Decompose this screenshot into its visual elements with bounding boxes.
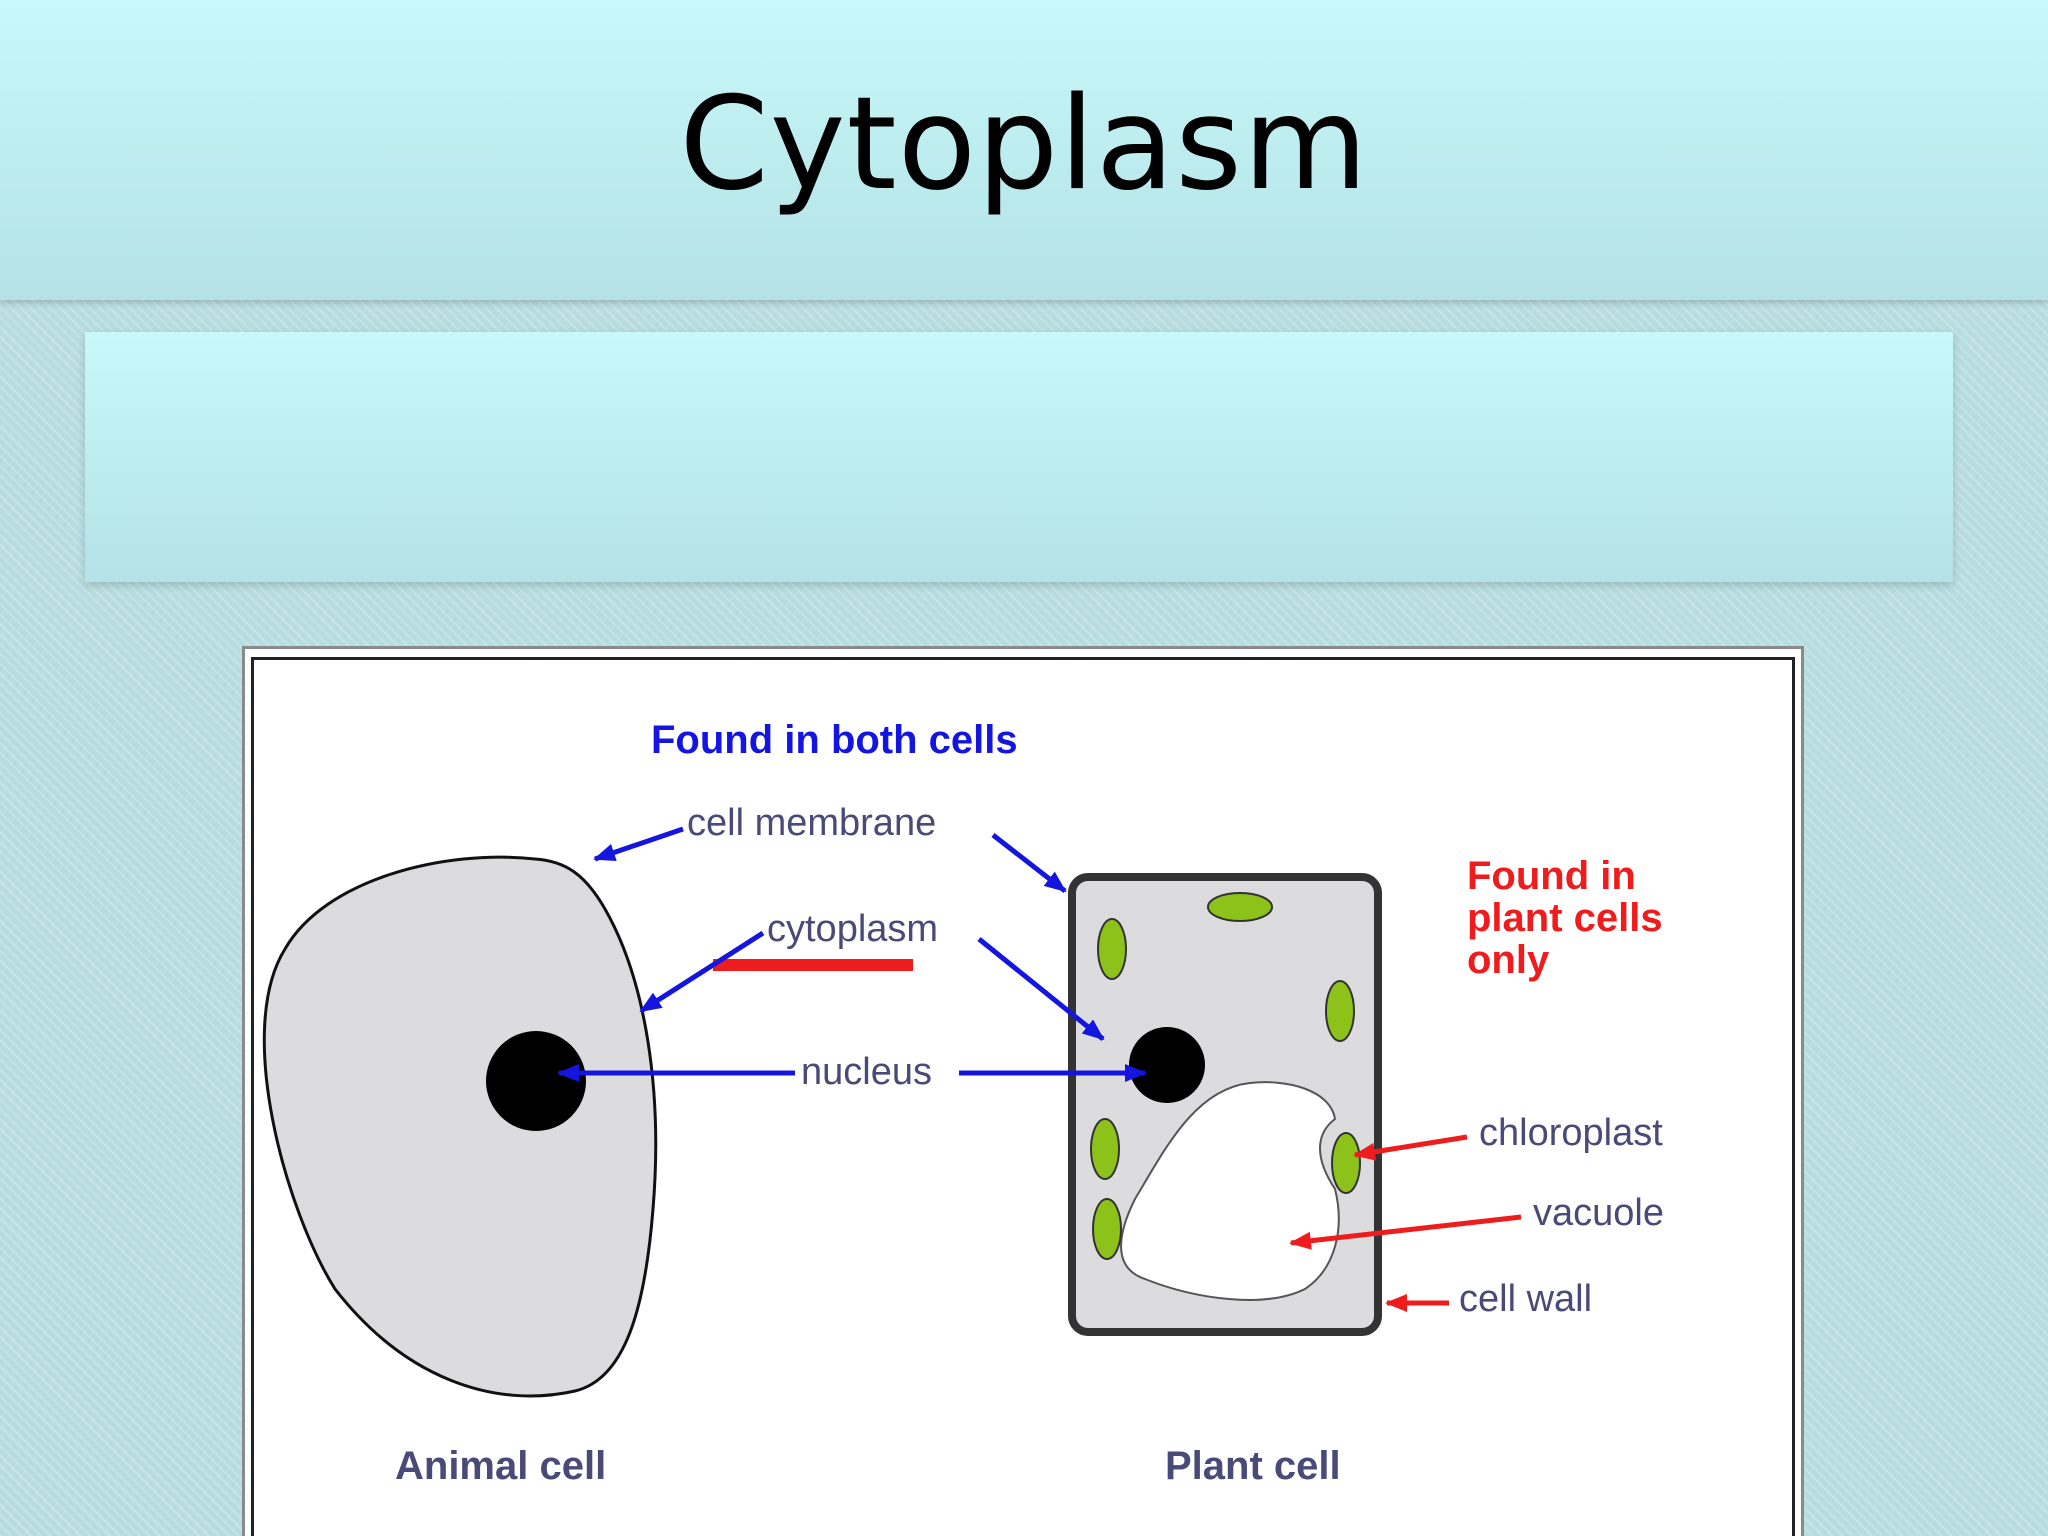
cell-diagram: Found in both cells Found in plant cells… — [262, 718, 1674, 1488]
arrow-cytoplasm-animal — [639, 930, 765, 1014]
label-cell-membrane: cell membrane — [687, 802, 936, 844]
diagram-frame: Found in both cells Found in plant cells… — [242, 646, 1804, 1536]
label-chloroplast: chloroplast — [1479, 1112, 1663, 1154]
arrow-cytoplasm-plant — [977, 937, 1105, 1041]
header-plant-only: Found in plant cells only — [1467, 854, 1674, 982]
slide-title: Cytoplasm — [679, 70, 1369, 219]
cytoplasm-highlight-underline — [713, 959, 913, 971]
label-nucleus: nucleus — [801, 1051, 932, 1093]
header-found-in-both: Found in both cells — [651, 718, 1018, 762]
label-cytoplasm: cytoplasm — [767, 908, 938, 950]
header-plant-only-line-1: Found in — [1467, 854, 1636, 898]
arrow-membrane-animal — [593, 826, 684, 862]
chloroplast-5 — [1331, 1132, 1361, 1194]
plant-vacuole — [1120, 1081, 1340, 1301]
header-plant-only-line-2: plant cells — [1467, 896, 1663, 940]
arrow-vacuole — [1289, 1214, 1522, 1250]
header-plant-only-line-3: only — [1467, 938, 1550, 982]
label-vacuole: vacuole — [1533, 1192, 1664, 1234]
animal-cell — [262, 855, 658, 1398]
chloroplast-6 — [1092, 1198, 1122, 1260]
chloroplast-4 — [1090, 1118, 1120, 1180]
plant-cell — [1068, 873, 1382, 1336]
caption-animal-cell: Animal cell — [395, 1444, 606, 1488]
label-cell-wall: cell wall — [1459, 1278, 1592, 1320]
chloroplast-2 — [1097, 918, 1127, 980]
animal-nucleus — [486, 1031, 586, 1131]
animal-cell-membrane — [262, 855, 658, 1398]
caption-plant-cell: Plant cell — [1165, 1444, 1341, 1488]
diagram-inner-border — [251, 657, 1795, 1536]
chloroplast-3 — [1325, 980, 1355, 1042]
arrow-chloroplast — [1353, 1134, 1468, 1161]
chloroplast-1 — [1207, 892, 1273, 922]
title-bar: Cytoplasm — [0, 0, 2048, 300]
plant-nucleus — [1129, 1027, 1205, 1103]
arrow-membrane-plant — [991, 833, 1067, 893]
content-box — [85, 332, 1953, 582]
